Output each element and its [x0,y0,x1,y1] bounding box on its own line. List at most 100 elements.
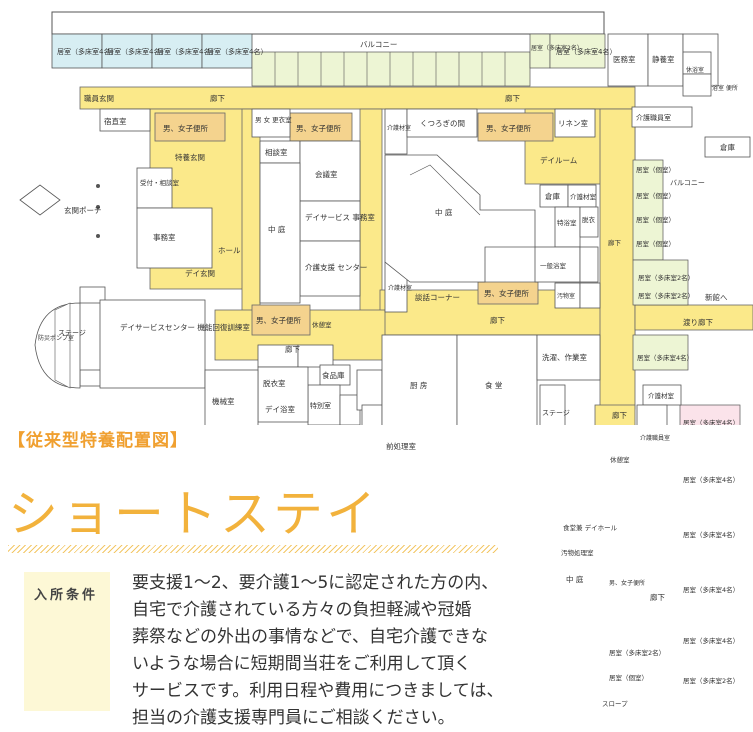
label-undress: 脱衣 [582,215,596,224]
label-room-2: 居室（多床室4名） [107,47,167,56]
label-fire-pump: 防災ポンプ室 [38,334,74,342]
label-dining-day: 食堂兼 デイホール [563,523,618,532]
label-courtyard-1: 中 庭 [435,207,453,217]
page: 居室（多床室4名） 居室（多床室4名） 居室（多床室4名） 居室（多床室4名） … [8,11,753,728]
label-machine: 機械室 [212,396,235,406]
label-room-4e: 居室（多床室4名） [683,530,739,539]
label-room-4b: 居室（多床室4名） [637,353,693,362]
label-day-bath: デイ浴室 [265,404,295,414]
label-corridor-4: 廊下 [285,344,300,354]
label-room-2a: 居室（多床室2名） [531,44,583,52]
label-room-4g: 居室（多床室4名） [683,636,739,645]
label-single-1: 居室（個室） [636,165,675,174]
label-single-4: 居室（個室） [636,239,675,248]
label-entrance-porch: 玄関ポーチ [64,205,102,215]
label-food-storage: 食品庫 [322,370,345,380]
label-kitchen: 厨 房 [410,380,427,390]
label-changing: 男 女 更衣室 [255,115,292,124]
label-corridor-1: 廊下 [210,93,225,103]
label-toilet-side: 廊下 [608,238,622,247]
label-room-4d: 居室（多床室4名） [683,475,739,484]
label-care-material-2: 介護材室 [570,192,597,201]
label-quiet: 静養室 [652,54,675,64]
label-reception: 受付・相談室 [140,178,180,187]
label-day-center: デイサービスセンター 機能回復訓練室 [120,322,250,332]
label-stage: ステージ [58,329,86,337]
label-soiled: 汚物処理室 [561,548,594,557]
label-room-1: 居室（多床室4名） [57,47,117,56]
label-balcony-v: バルコニー [670,179,705,187]
label-prep: 前処理室 [386,441,416,451]
label-care-material-3: 介護材室 [388,284,412,292]
label-storage-1: 倉庫 [720,142,735,152]
label-toilet-3: 男、女子便所 [486,123,531,133]
label-special-bath: 特浴室 [557,218,577,227]
label-balcony: バルコニー [360,40,397,49]
label-rest-2: 休憩室 [610,455,630,464]
label-consult: 相談室 [265,147,288,157]
label-room-2e: 居室（多床室2名） [683,676,739,685]
label-room-2c: 居室（多床室2名） [638,291,694,300]
label-talk-corner: 談話コーナー [415,292,460,302]
label-care-center: 介護支援 センター [305,262,367,272]
label-special-room: 特別室 [310,401,331,410]
paragraph-line: サービスです。利用日程や費用につきましては、 [132,681,504,701]
label-stage-2: ステージ [542,409,570,417]
paragraph-line: 要支援1～2、要介護1～5に認定された方の内、 [132,573,499,593]
label-room-2b: 居室（多床室2名） [638,273,694,282]
label-room-3: 居室（多床室4名） [157,47,217,56]
label-wash: 休浴室 [686,66,704,74]
label-single-2: 居室（個室） [636,191,675,200]
label-water: 汚物室 [557,292,575,300]
floor-plan: 居室（多床室4名） 居室（多床室4名） 居室（多床室4名） 居室（多床室4名） … [19,11,753,425]
label-toilet-6: 男、女子便所 [609,579,645,587]
condition-box: 入所条件 [24,572,110,711]
paragraph-line: 自宅で介護されている方々の負担軽減や冠婚 [132,600,472,620]
label-toilet-4: 男、女子便所 [484,288,529,298]
label-special-entrance: 特養玄関 [175,152,205,162]
label-corridor-2: 廊下 [505,93,520,103]
label-hall: ホール [218,246,241,255]
label-linen: リネン室 [558,118,588,128]
section-header: 【従来型特養配置図】 [8,431,188,451]
label-slope: スロープ [602,700,628,708]
label-meeting: 会議室 [315,169,338,179]
label-care-material: 介護材室 [387,124,411,132]
label-rest: 休憩室 [312,320,332,329]
label-day-entrance: デイ玄関 [185,268,215,278]
label-corridor-3: 廊下 [490,315,505,325]
label-courtyard-3: 中 庭 [566,574,584,584]
label-corridor-5: 廊下 [612,410,627,420]
label-toilet-5: 男、女子便所 [256,315,301,325]
label-care-material-4: 介護材室 [648,391,675,400]
page-title: ショートステイ [8,485,379,543]
label-dressing: 脱衣室 [263,378,286,388]
dashed-divider [8,545,498,553]
label-bath-general: 一般浴室 [540,261,567,270]
label-kurogi: くつろぎの間 [420,118,465,128]
label-laundry: 洗濯、作業室 [542,352,587,362]
label-day-office: デイサービス 事務室 [305,212,375,222]
label-nurse: 介護職員室 [640,434,670,442]
label-storage-2: 倉庫 [545,191,560,201]
label-room-2d: 居室（多床室2名） [609,648,665,657]
label-dining: 食 堂 [485,380,503,390]
label-pass-corridor: 渡り廊下 [683,317,713,327]
label-office: 事務室 [153,232,176,242]
condition-label: 入所条件 [34,588,99,603]
label-toilet-2: 男、女子便所 [296,123,341,133]
label-medical: 医務室 [613,54,636,64]
label-single-5: 居室（個室） [609,673,648,682]
label-bath-upper: 浴室 便所 [712,84,738,92]
label-duty: 宿直室 [104,116,127,126]
condition-paragraph: 要支援1～2、要介護1～5に認定された方の内、 自宅で介護されている方々の負担軽… [132,570,512,732]
label-room-4: 居室（多床室4名） [207,47,267,56]
label-room-4c: 居室（多床室4名） [683,418,739,425]
label-day-room: デイルーム [540,155,577,165]
paragraph-line: 葬祭などの外出の事情などで、自宅介護できな [132,627,488,647]
label-corridor-6: 廊下 [650,592,665,602]
label-care-office: 介護職員室 [636,113,671,122]
label-room-4a: 居室（多床室4名） [556,47,616,56]
label-toilet-1: 男、女子便所 [163,123,208,133]
paragraph-line: 担当の介護支援専門員にご相談ください。 [132,708,455,728]
